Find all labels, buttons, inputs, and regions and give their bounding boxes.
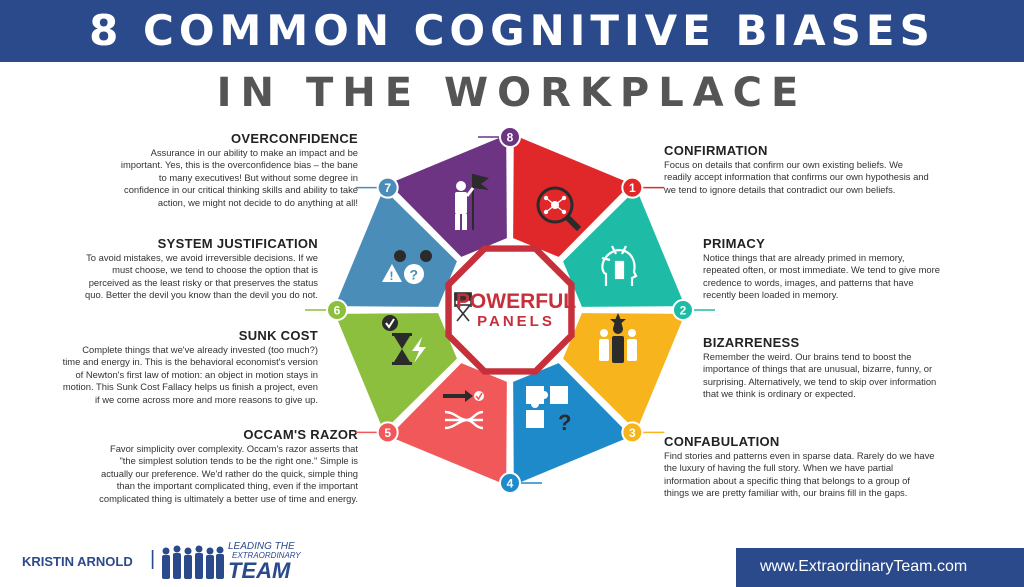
- segment-number-badge-6: 6: [326, 299, 348, 321]
- segment-number-3: 3: [629, 426, 636, 440]
- segment-number-7: 7: [384, 181, 391, 195]
- bias-desc-sunk-cost: Complete things that we've already inves…: [62, 344, 318, 405]
- bias-desc-overconfidence: Assurance in our ability to make an impa…: [120, 147, 358, 208]
- bias-desc-confirmation: Focus on details that confirm our own ex…: [664, 159, 929, 195]
- segment-number-2: 2: [680, 304, 687, 318]
- page-title: 8 COMMON COGNITIVE BIASES: [89, 6, 935, 55]
- svg-text:?: ?: [410, 267, 419, 283]
- director-chair-icon: [454, 292, 472, 322]
- warning-question-icon: ! ?: [382, 250, 432, 284]
- author-name: KRISTIN ARNOLD: [22, 554, 133, 569]
- logo-panels: PANELS: [477, 313, 555, 330]
- segment-number-badge-7: 7: [376, 176, 399, 199]
- bias-desc-system-justification: To avoid mistakes, we avoid irreversible…: [85, 252, 318, 301]
- wheel-segment-8: [388, 135, 507, 257]
- bias-desc-primacy: Notice things that are already primed in…: [703, 252, 940, 301]
- title-banner: [0, 0, 1024, 62]
- svg-text:?: ?: [558, 410, 571, 435]
- bias-title-occams-razor: OCCAM'S RAZOR: [243, 427, 358, 442]
- footer-url-bar: [736, 548, 1024, 587]
- bias-desc-occams-razor: Favor simplicity over complexity. Occam'…: [99, 443, 358, 504]
- segment-number-6: 6: [334, 304, 341, 318]
- bias-wheel: POWERFUL PANELS 1 2 3 4 5 6 7 8: [305, 126, 715, 494]
- segment-number-badge-3: 3: [621, 421, 644, 444]
- bias-desc-bizarreness: Remember the weird. Our brains tend to b…: [703, 351, 937, 400]
- segment-number-badge-4: 4: [499, 472, 521, 494]
- person-flag-icon: [455, 174, 489, 230]
- puzzle-question-icon: ?: [526, 386, 571, 435]
- brand-team: TEAM: [228, 558, 291, 583]
- segment-number-badge-5: 5: [376, 421, 399, 444]
- bias-title-sunk-cost: SUNK COST: [238, 328, 318, 343]
- bias-title-overconfidence: OVERCONFIDENCE: [231, 131, 358, 146]
- website-link[interactable]: www.ExtraordinaryTeam.com: [760, 558, 968, 575]
- svg-text:!: !: [390, 269, 394, 283]
- bias-title-primacy: PRIMACY: [703, 236, 766, 251]
- head-lighthouse-icon: [601, 245, 638, 286]
- wheel-segment-3: [563, 313, 685, 432]
- segment-number-badge-2: 2: [672, 299, 694, 321]
- magnifier-network-icon: [536, 186, 582, 232]
- segment-number-badge-1: 1: [621, 176, 644, 199]
- segment-number-4: 4: [507, 477, 514, 491]
- page-subtitle: IN THE WORKPLACE: [216, 70, 808, 116]
- footer-separator: |: [150, 548, 156, 570]
- wheel-segment-1: [513, 135, 632, 257]
- center-emblem: POWERFUL PANELS: [445, 245, 576, 375]
- wheel-segment-6: [335, 313, 457, 432]
- people-star-icon: [599, 313, 637, 363]
- bias-title-confabulation: CONFABULATION: [664, 434, 780, 449]
- segment-number-8: 8: [507, 131, 514, 145]
- segment-number-5: 5: [384, 426, 391, 440]
- bias-title-bizarreness: BIZARRENESS: [703, 335, 800, 350]
- bias-title-confirmation: CONFIRMATION: [664, 143, 768, 158]
- segment-number-badge-8: 8: [499, 126, 521, 148]
- brand-extraordinary: EXTRAORDINARY: [232, 551, 301, 560]
- segment-number-1: 1: [629, 181, 636, 195]
- logo-powerful: POWERFUL: [456, 290, 576, 313]
- hourglass-check-bolt-icon: [382, 315, 426, 365]
- bias-desc-confabulation: Find stories and patterns even in sparse…: [664, 450, 935, 499]
- arrows-merge-check-icon: [443, 390, 484, 430]
- brand-leading-the: LEADING THE: [228, 541, 295, 552]
- bias-title-system-justification: SYSTEM JUSTIFICATION: [157, 236, 318, 251]
- wheel-segment-7: [335, 188, 457, 307]
- center-octagon: [451, 251, 569, 369]
- team-people-icon: [162, 545, 224, 579]
